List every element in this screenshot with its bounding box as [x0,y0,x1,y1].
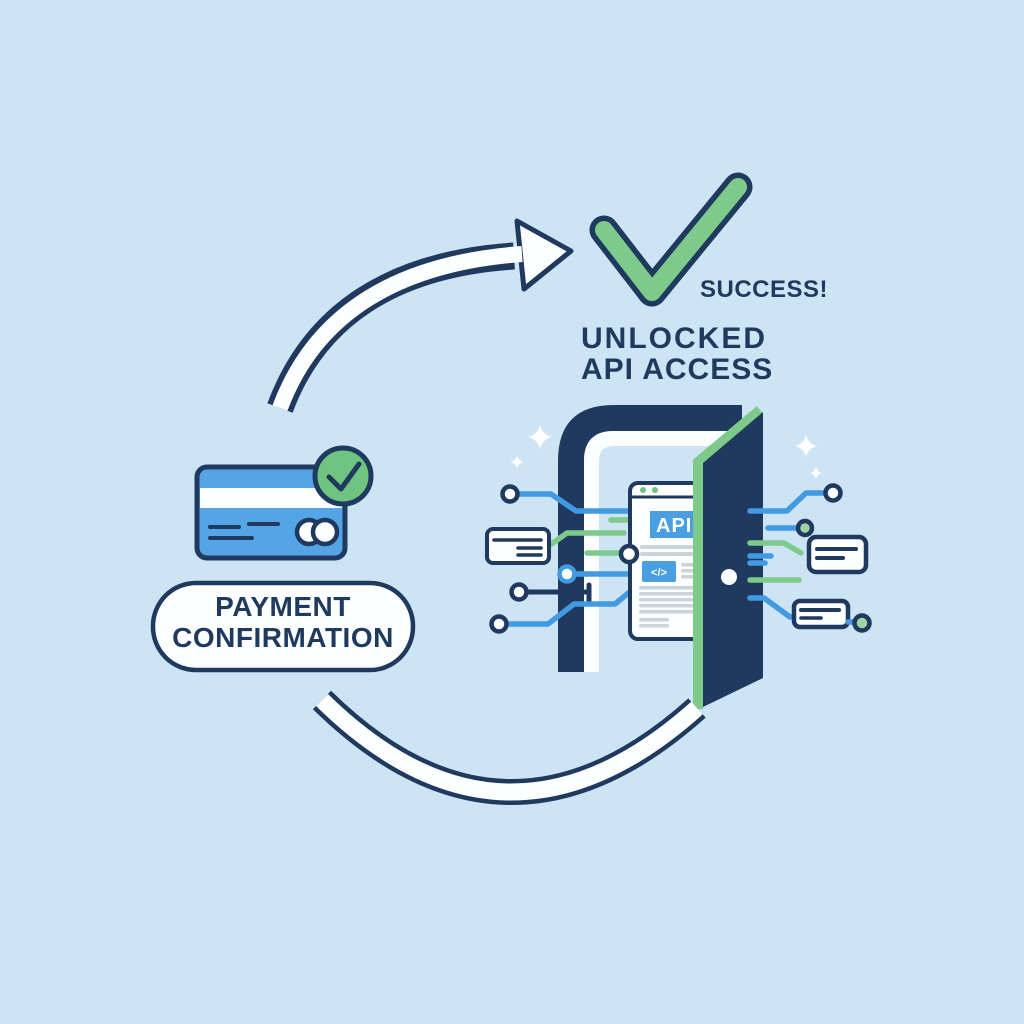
browser-window-icon: API </> [618,481,712,641]
curved-arrow-icon [267,218,574,413]
svg-text:UNLOCKED: UNLOCKED [581,322,767,355]
sparkle-icon [510,425,822,479]
circuit-lines-right [747,483,872,633]
door-frame [558,405,742,672]
data-chip-right-top [806,534,869,575]
unlocked-api-access-label: UNLOCKED API ACCESS [581,322,773,386]
window-dot [652,487,658,493]
curved-underline [312,690,706,805]
code-block [642,561,676,582]
success-label: SUCCESS! [700,276,828,303]
data-chip-right-bottom [791,598,851,630]
api-label: API [656,515,692,537]
window-dot [640,487,646,493]
door-knob [721,569,737,585]
svg-text:PAYMENT: PAYMENT [215,591,351,622]
payment-confirmation-pill: PAYMENT CONFIRMATION [150,580,416,673]
data-chip-left [485,527,551,565]
svg-text:API ACCESS: API ACCESS [581,353,773,386]
svg-text:CONFIRMATION: CONFIRMATION [172,622,394,653]
door-open-icon [693,406,764,709]
checkmark-icon [589,172,753,307]
check-badge-icon [312,445,374,507]
circuit-lines-left [485,484,635,634]
code-label: </> [651,567,667,579]
credit-card-icon [194,445,374,561]
